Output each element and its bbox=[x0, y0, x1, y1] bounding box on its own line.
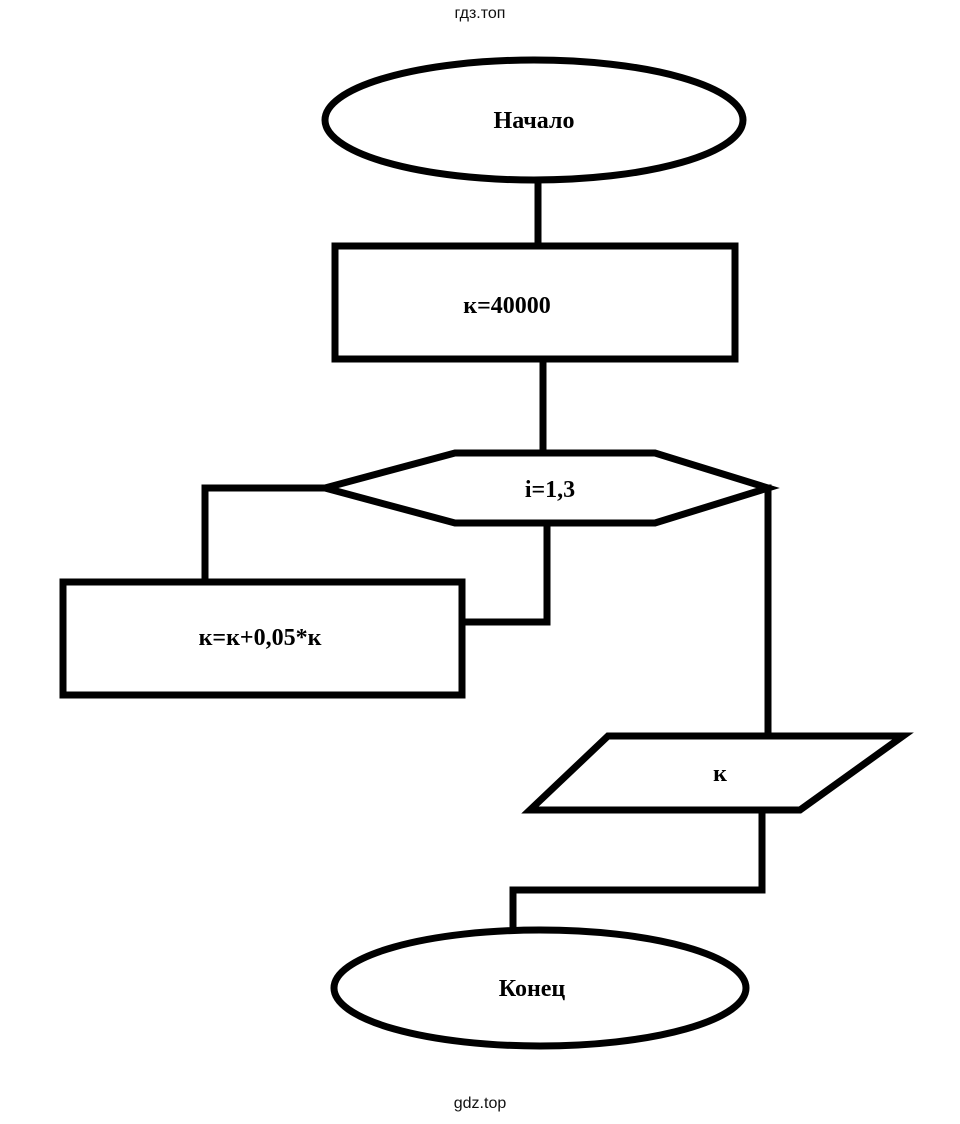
end-label: Конец bbox=[499, 976, 566, 1002]
end-terminator bbox=[330, 926, 750, 1050]
init-label: к=40000 bbox=[463, 293, 551, 319]
output-parallelogram bbox=[521, 732, 914, 814]
loop-body-process-box bbox=[59, 578, 466, 699]
watermark-top: гдз.топ bbox=[454, 5, 506, 22]
connector-loop-to-body bbox=[201, 484, 329, 586]
start-terminator bbox=[321, 56, 747, 184]
output-label: к bbox=[713, 761, 727, 787]
start-label: Начало bbox=[494, 108, 575, 134]
watermark-bottom: gdz.top bbox=[453, 1095, 507, 1112]
loop-label: i=1,3 bbox=[525, 477, 575, 503]
loop-body-label: к=к+0,05*к bbox=[199, 625, 322, 651]
loop-hexagon bbox=[311, 449, 780, 527]
connector-body-return bbox=[456, 521, 551, 626]
connector-output-to-end bbox=[509, 806, 766, 934]
init-process-box bbox=[331, 242, 739, 363]
